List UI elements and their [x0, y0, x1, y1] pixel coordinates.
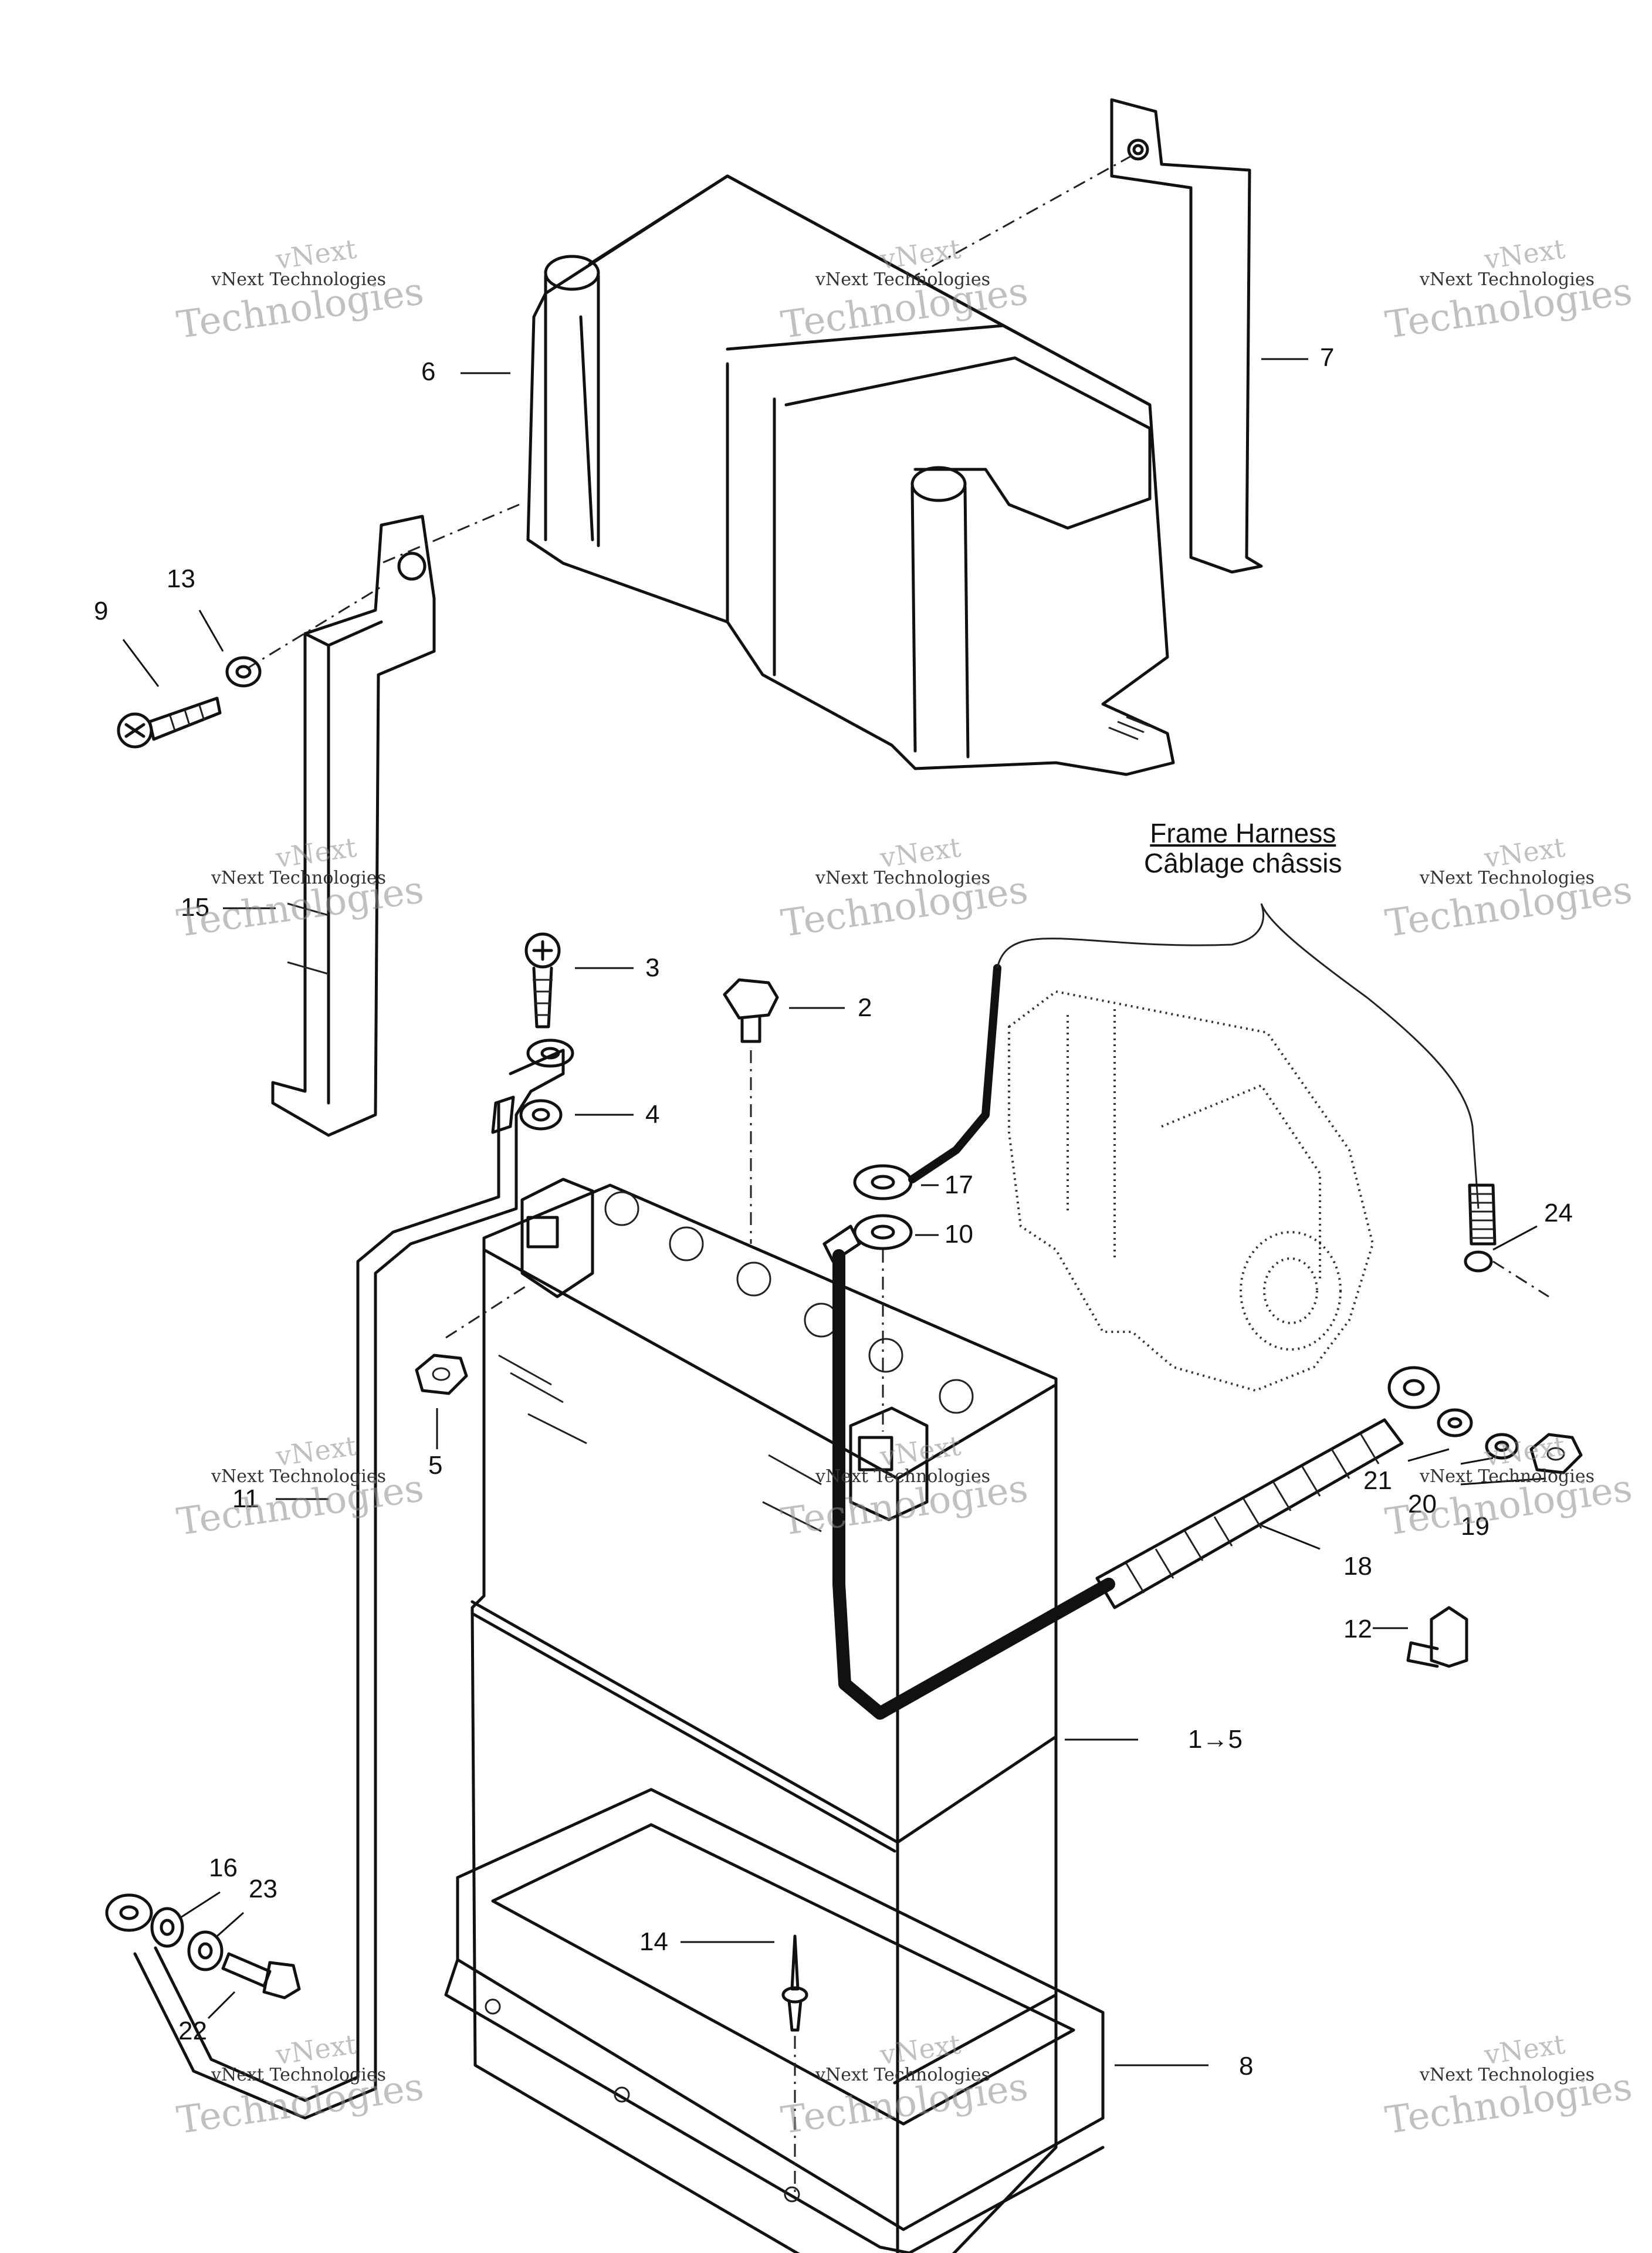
callout-10: 10 [945, 1220, 973, 1249]
callout-13: 13 [167, 564, 195, 593]
washer-13 [225, 656, 262, 688]
leader-20 [1460, 1457, 1494, 1465]
battery-tray [444, 1788, 1208, 2253]
battery-cover [526, 174, 1175, 776]
callout-2: 2 [858, 993, 872, 1022]
leader-16 [178, 1891, 221, 1920]
callout-9: 9 [94, 597, 109, 625]
frame-harness-label: Frame Harness Câblage châssis [1144, 818, 1342, 878]
callout-24: 24 [1544, 1199, 1573, 1227]
callout-12: 12 [1343, 1615, 1372, 1643]
callout-6: 6 [421, 357, 436, 386]
positive-cable-18 [1095, 1366, 1440, 1609]
nut-5 [415, 1284, 529, 1449]
heat-shrink-24 [1464, 1183, 1549, 1298]
upper-bracket [915, 98, 1263, 574]
callout-7: 7 [1320, 343, 1335, 372]
callout-15: 15 [181, 893, 209, 922]
callout-5: 5 [428, 1451, 443, 1480]
lower-bracket [246, 503, 520, 1137]
leader-19 [1460, 1477, 1546, 1486]
positive-cable [822, 1214, 1115, 1720]
frame-harness-english: Frame Harness [1150, 818, 1336, 848]
callout-18: 18 [1343, 1552, 1372, 1581]
leader-23 [216, 1912, 244, 1937]
callout-19: 19 [1461, 1512, 1489, 1541]
washer-4 [519, 1099, 634, 1131]
screw-22 [207, 1952, 301, 2019]
terminal-cap-12 [1373, 1606, 1468, 1668]
harness-lead [853, 903, 1480, 1209]
frame-harness-french: Câblage châssis [1144, 847, 1342, 878]
battery [470, 1178, 1058, 2253]
callout-17: 17 [945, 1171, 973, 1199]
washer-20 [1485, 1433, 1519, 1460]
screw-3 [524, 932, 634, 1029]
callout-22: 22 [178, 2017, 207, 2045]
negative-cable [105, 1038, 574, 2120]
callout-1-5: 1→5 [1188, 1725, 1243, 1754]
callout-21: 21 [1363, 1466, 1392, 1495]
callout-4: 4 [645, 1100, 660, 1129]
callout-8: 8 [1239, 2052, 1254, 2081]
starter-motor [1008, 990, 1375, 1392]
leader-9 [122, 639, 160, 687]
callout-3: 3 [645, 953, 660, 982]
callout-23: 23 [249, 1875, 277, 1903]
washer-21 [1407, 1408, 1473, 1462]
nut-19 [1529, 1433, 1583, 1474]
callout-14: 14 [639, 1927, 668, 1956]
washer-16 [150, 1907, 184, 1948]
vent-plug-2 [723, 978, 845, 1244]
leader-13 [198, 610, 224, 652]
rivet-14 [681, 1934, 808, 2194]
screw-9 [117, 696, 222, 749]
callout-20: 20 [1408, 1490, 1437, 1518]
callout-16: 16 [209, 1853, 238, 1882]
lock-washer-23 [187, 1930, 224, 1971]
callout-11: 11 [232, 1484, 259, 1513]
